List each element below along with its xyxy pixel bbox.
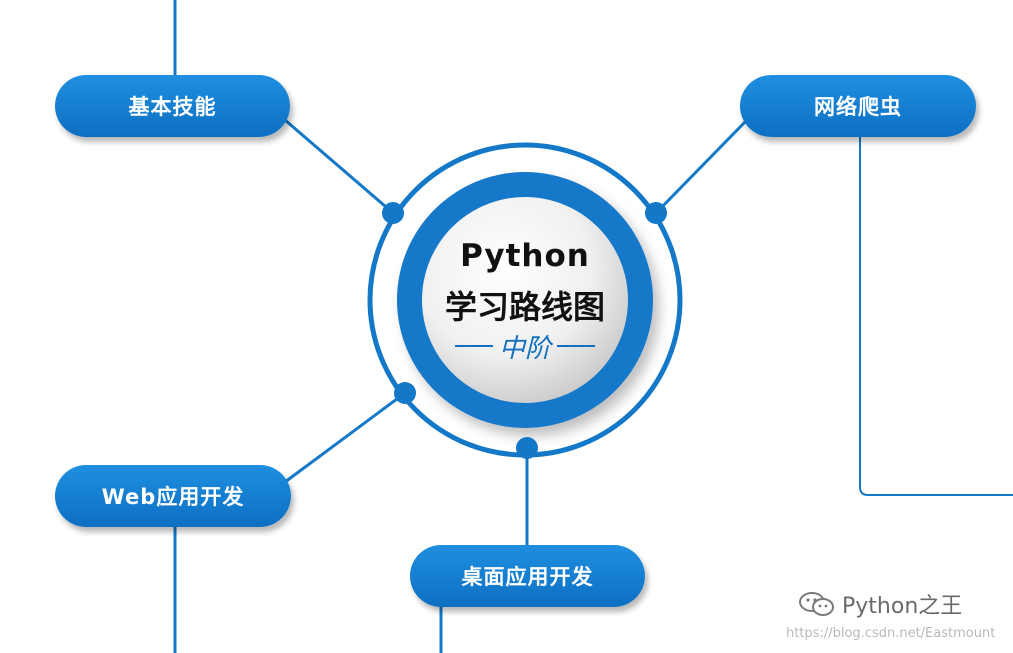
dot-desktop	[516, 437, 538, 459]
level-dash-left	[454, 345, 493, 347]
watermark-account: Python之王	[798, 588, 962, 620]
line-crawler-to-center	[654, 120, 747, 215]
level-dash-right	[557, 345, 595, 347]
center-title: Python	[460, 238, 590, 274]
watermark-url: https://blog.csdn.net/Eastmount	[786, 626, 996, 641]
node-web-development[interactable]: Web应用开发	[55, 465, 291, 527]
dot-web	[394, 382, 416, 404]
center-subtitle: 学习路线图	[444, 288, 605, 326]
node-web-crawler[interactable]: 网络爬虫	[740, 75, 976, 137]
line-crawler-branch	[859, 137, 1013, 496]
line-web-to-center	[284, 391, 406, 484]
watermark-account-name: Python之王	[842, 594, 963, 619]
node-desktop-development[interactable]: 桌面应用开发	[410, 545, 645, 607]
center-inner-disc	[422, 197, 628, 403]
center-level: 中阶	[498, 333, 551, 364]
node-basic-skills[interactable]: 基本技能	[55, 75, 290, 137]
dot-crawler	[645, 202, 667, 224]
dot-basic	[382, 202, 404, 224]
center-level-row: 中阶	[440, 328, 610, 364]
wechat-icon	[799, 592, 834, 616]
line-basic-to-center	[284, 118, 394, 215]
